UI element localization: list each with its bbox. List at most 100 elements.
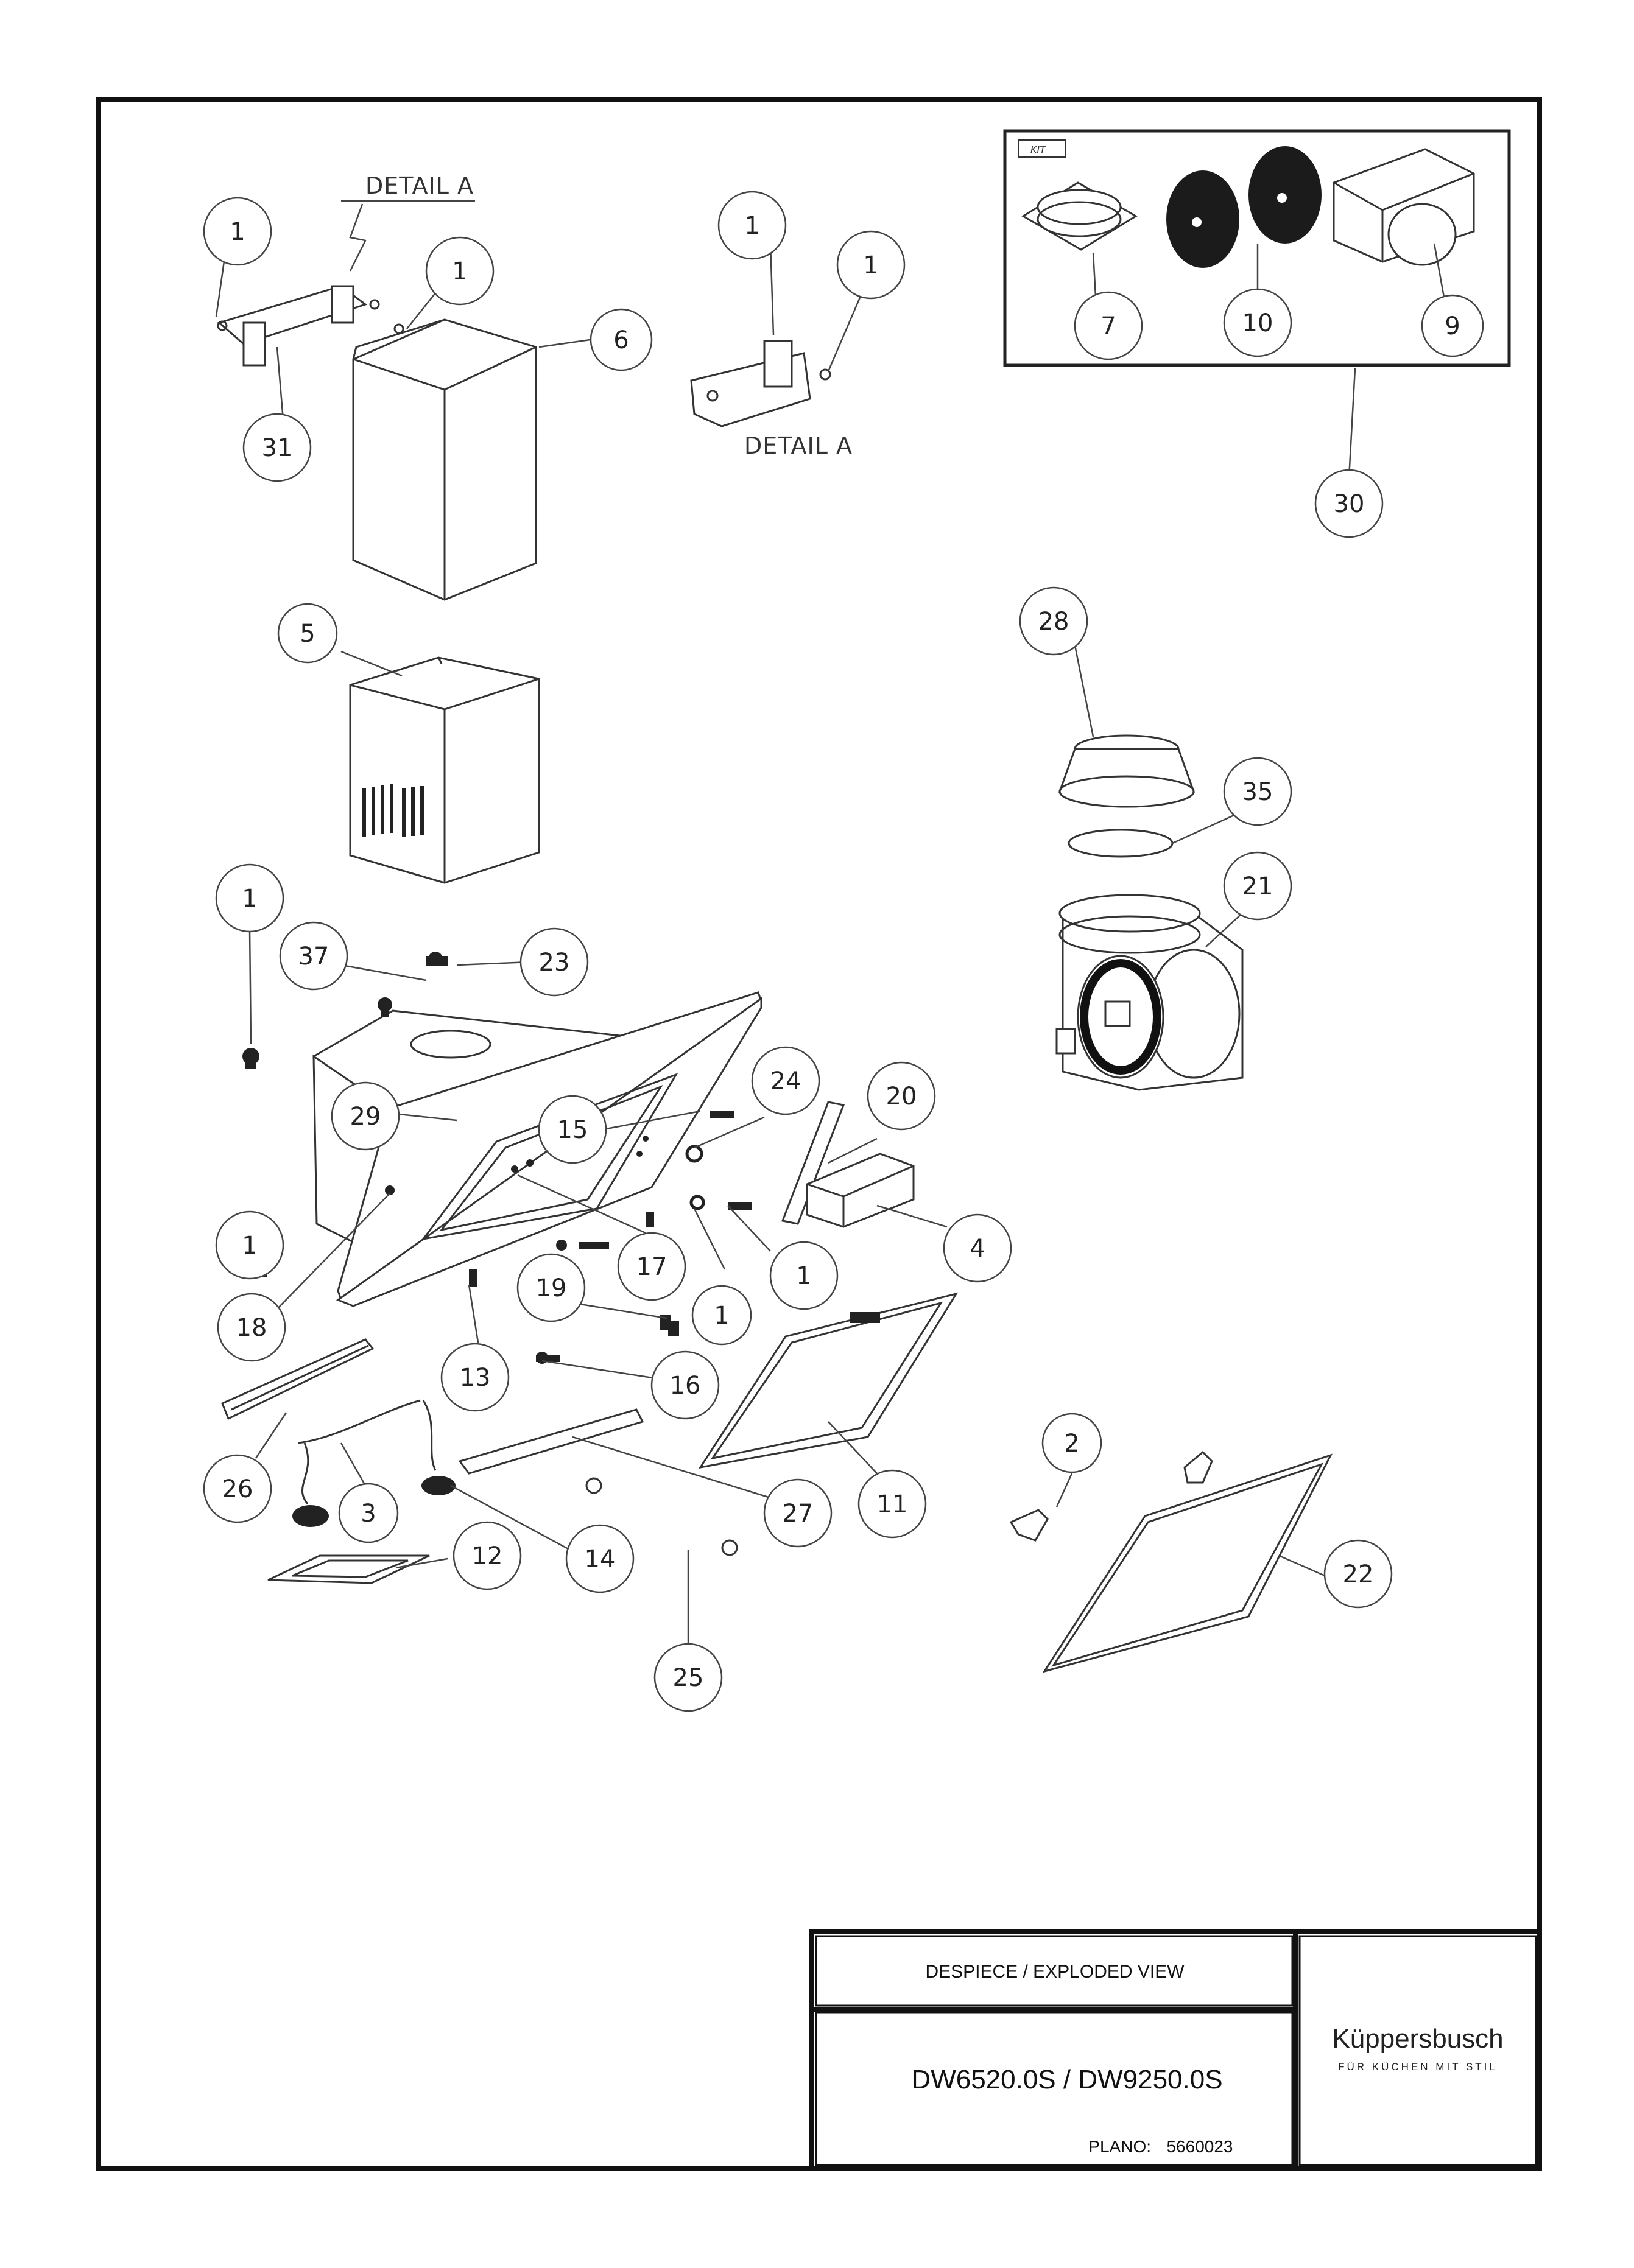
motor-collar-part-28 — [1058, 734, 1196, 808]
svg-text:27: 27 — [783, 1500, 814, 1528]
callout-17: 17 — [617, 1232, 686, 1301]
kit-box — [1003, 129, 1511, 367]
brand-logo-wordmark: Küppersbusch — [1332, 2024, 1503, 2054]
svg-text:1: 1 — [230, 218, 245, 246]
callout-15: 15 — [538, 1095, 607, 1164]
callout-18: 18 — [217, 1293, 286, 1362]
callout-1-d: 1 — [836, 230, 906, 300]
callout-1-h: 1 — [215, 1210, 284, 1280]
small-fasteners — [242, 952, 752, 1364]
title-block-title: DESPIECE / EXPLODED VIEW — [925, 1962, 1185, 1982]
gas-strut-part-25 — [585, 1477, 738, 1556]
callout-23: 23 — [519, 927, 589, 997]
callout-24: 24 — [751, 1046, 820, 1115]
callout-25: 25 — [653, 1643, 723, 1712]
svg-text:37: 37 — [298, 943, 329, 971]
detail-a-label-top: DETAIL A — [365, 172, 474, 199]
svg-text:28: 28 — [1038, 608, 1069, 636]
kit-filter-part-10 — [1166, 146, 1322, 268]
motor-blower-part-21 — [1055, 894, 1244, 1091]
callout-1-c: 1 — [717, 191, 787, 260]
svg-text:21: 21 — [1242, 872, 1273, 901]
bracket-part-2 — [1009, 1509, 1049, 1542]
svg-text:6: 6 — [613, 326, 629, 354]
callout-2: 2 — [1041, 1413, 1102, 1473]
svg-text:17: 17 — [636, 1253, 667, 1281]
callout-37: 37 — [279, 921, 348, 991]
callout-14: 14 — [565, 1524, 635, 1593]
callout-1-g: 1 — [691, 1285, 752, 1346]
callout-1-b: 1 — [425, 236, 495, 306]
callout-1-e: 1 — [215, 863, 284, 933]
callout-19: 19 — [516, 1253, 586, 1322]
svg-text:15: 15 — [557, 1116, 588, 1144]
svg-text:2: 2 — [1064, 1430, 1079, 1458]
svg-text:1: 1 — [863, 251, 878, 279]
callout-5: 5 — [277, 603, 338, 664]
title-block-models: DW6520.0S / DW9250.0S — [911, 2065, 1222, 2094]
brand-logo-tagline: FÜR KÜCHEN MIT STIL — [1338, 2061, 1498, 2073]
control-strip-part-20 — [781, 1101, 845, 1225]
callout-4: 4 — [943, 1213, 1012, 1283]
bracket-part-31 — [217, 285, 404, 367]
kit-tag — [1018, 139, 1066, 158]
svg-text:1: 1 — [796, 1262, 811, 1290]
svg-text:9: 9 — [1445, 312, 1460, 340]
svg-text:13: 13 — [460, 1364, 491, 1392]
front-panel-part-22 — [1042, 1450, 1333, 1673]
callout-27: 27 — [763, 1478, 833, 1548]
callout-13: 13 — [440, 1343, 510, 1412]
callout-7: 7 — [1074, 291, 1143, 360]
electronics-box-part-4 — [806, 1153, 915, 1228]
callout-16: 16 — [650, 1350, 720, 1420]
callouts: 1 1 6 31 1 1 7 10 9 30 5 28 35 21 1 37 2… — [203, 191, 1484, 1712]
callout-31: 31 — [242, 413, 312, 482]
svg-text:1: 1 — [714, 1302, 729, 1330]
svg-text:1: 1 — [452, 258, 467, 286]
svg-text:18: 18 — [236, 1314, 267, 1342]
chimney-upper-part-6 — [352, 318, 537, 601]
svg-text:3: 3 — [361, 1500, 376, 1528]
svg-text:20: 20 — [886, 1083, 917, 1111]
svg-text:1: 1 — [242, 885, 257, 913]
callout-6: 6 — [590, 308, 653, 371]
kit-tag-label: KIT — [1030, 144, 1046, 155]
svg-text:4: 4 — [970, 1235, 985, 1263]
svg-text:16: 16 — [670, 1372, 701, 1400]
svg-text:23: 23 — [539, 949, 570, 977]
kit-duct-adapter-part-9 — [1333, 148, 1475, 266]
svg-text:30: 30 — [1334, 490, 1365, 518]
grease-filter-part-11 — [698, 1292, 959, 1469]
callout-1-a: 1 — [203, 197, 272, 266]
callout-22: 22 — [1323, 1539, 1393, 1609]
callout-29: 29 — [331, 1081, 400, 1151]
callout-30: 30 — [1314, 469, 1384, 538]
svg-text:19: 19 — [536, 1274, 567, 1302]
support-bar-part-27 — [458, 1408, 644, 1475]
svg-text:14: 14 — [585, 1545, 616, 1573]
title-block — [809, 1929, 1542, 2171]
svg-text:12: 12 — [472, 1542, 503, 1570]
callout-9: 9 — [1421, 294, 1484, 357]
detail-a-label-inset: DETAIL A — [744, 432, 853, 459]
svg-text:22: 22 — [1343, 1561, 1374, 1589]
svg-text:10: 10 — [1242, 309, 1273, 337]
callout-1-f: 1 — [769, 1241, 839, 1310]
callout-20: 20 — [867, 1061, 936, 1131]
wiring-part-3 — [292, 1399, 456, 1527]
detail-a-bracket — [690, 340, 831, 427]
motor-plate-part-35 — [1068, 829, 1174, 858]
svg-text:31: 31 — [262, 434, 293, 462]
svg-text:5: 5 — [300, 620, 315, 648]
title-block-plan-label: PLANO: — [1088, 2137, 1151, 2156]
svg-text:1: 1 — [744, 212, 759, 240]
svg-text:29: 29 — [350, 1103, 381, 1131]
svg-text:25: 25 — [673, 1664, 704, 1692]
callout-35: 35 — [1223, 757, 1292, 826]
callout-11: 11 — [857, 1469, 927, 1539]
svg-text:26: 26 — [222, 1475, 253, 1503]
callout-26: 26 — [203, 1454, 272, 1523]
chimney-lower-part-5 — [349, 656, 540, 884]
svg-text:1: 1 — [242, 1232, 257, 1260]
